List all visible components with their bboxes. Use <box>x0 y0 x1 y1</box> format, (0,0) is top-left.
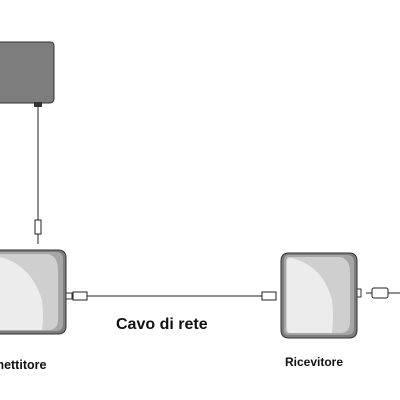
output-cable <box>366 287 400 299</box>
vertical-cable-connector <box>34 219 42 235</box>
top-device-port <box>34 102 42 107</box>
transmitter-label: smettitore <box>0 358 47 372</box>
vertical-cable <box>34 107 42 244</box>
receiver-label: Ricevitore <box>285 355 344 369</box>
receiver-face-highlight <box>287 258 333 333</box>
top-device-body <box>0 41 55 104</box>
transmitter-face-highlight <box>0 257 43 330</box>
top-device <box>0 41 55 107</box>
transmitter-port <box>65 292 73 300</box>
network-cable <box>72 291 277 301</box>
transmitter-device <box>0 249 73 335</box>
cable-label: Cavo di rete <box>116 316 208 333</box>
network-cable-plug-left <box>72 291 88 301</box>
output-cable-connector <box>371 287 389 299</box>
receiver-port-right <box>356 288 362 298</box>
network-cable-plug-right <box>261 291 277 301</box>
receiver-device <box>280 252 362 339</box>
